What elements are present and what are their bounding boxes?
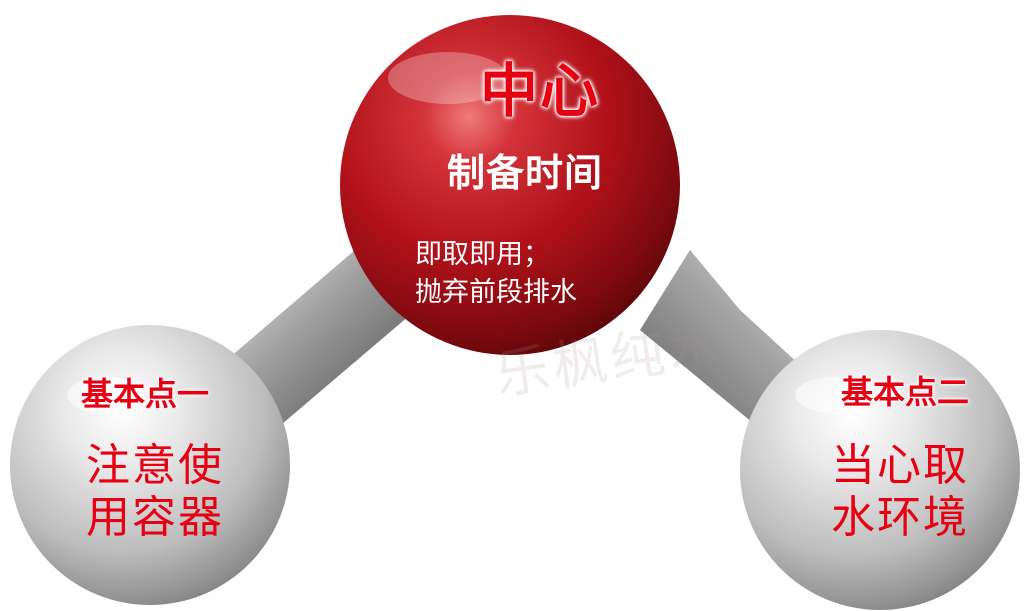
right-node-body: 当心取 水环境	[785, 440, 1015, 544]
center-title: 中心	[479, 57, 600, 125]
right-body-line-2: 水环境	[831, 492, 969, 543]
center-desc-line-1: 即取即用；	[415, 239, 550, 270]
left-node-title: 基本点一	[80, 375, 209, 413]
left-body-line-2: 用容器	[86, 492, 224, 543]
right-node-title: 基本点二	[840, 373, 969, 411]
center-sphere	[340, 15, 680, 355]
center-description: 即取即用； 抛弃前段排水	[415, 236, 655, 312]
left-node-body: 注意使 用容器	[40, 440, 270, 544]
left-body-line-1: 注意使	[86, 440, 224, 491]
center-subtitle: 制备时间	[446, 151, 603, 195]
right-body-line-1: 当心取	[831, 440, 969, 491]
center-desc-line-2: 抛弃前段排水	[415, 277, 577, 308]
